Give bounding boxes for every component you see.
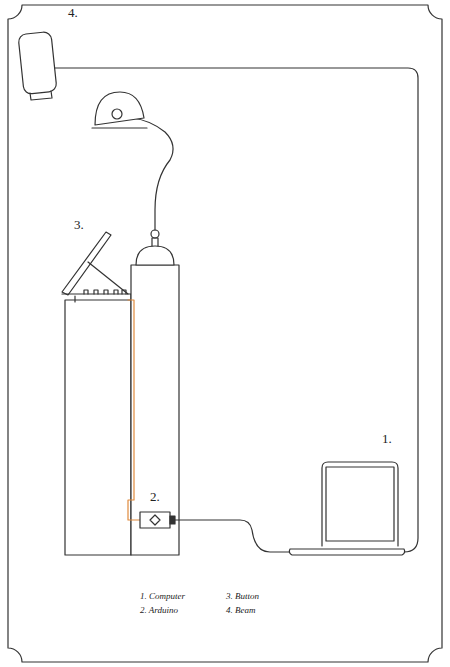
cabinet (65, 300, 131, 555)
pillar (131, 265, 179, 555)
button-wire (128, 300, 140, 520)
lamp (92, 92, 174, 265)
laptop (289, 462, 404, 555)
callout-number: 4. (68, 6, 78, 20)
arduino-board (140, 512, 175, 528)
usb-cable (175, 520, 292, 552)
frame (8, 5, 442, 662)
callout-number: 2. (150, 490, 160, 504)
button-panel (62, 232, 131, 302)
beam-projector (18, 31, 57, 100)
legend-item: 1. Computer (140, 592, 185, 602)
callout-number: 1. (382, 432, 392, 446)
legend-item: 2. Arduino (140, 606, 178, 616)
legend-item: 4. Beam (226, 606, 256, 616)
callout-number: 3. (74, 218, 84, 232)
legend-item: 3. Button (226, 592, 259, 602)
